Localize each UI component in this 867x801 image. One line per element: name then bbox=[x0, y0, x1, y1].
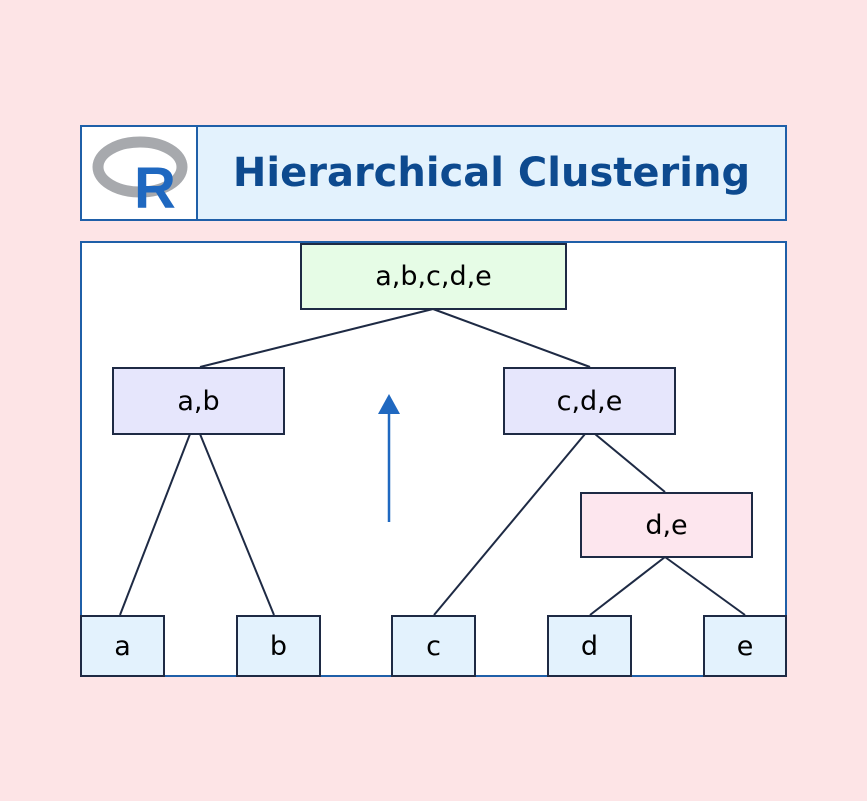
r-logo: R bbox=[82, 127, 198, 219]
leaf-node-e: e bbox=[703, 615, 787, 677]
leaf-node-b: b bbox=[236, 615, 321, 677]
leaf-node-c: c bbox=[391, 615, 476, 677]
cluster-node-root: a,b,c,d,e bbox=[300, 243, 567, 310]
page-title: Hierarchical Clustering bbox=[232, 150, 751, 196]
leaf-node-a: a bbox=[80, 615, 165, 677]
cluster-node-ab: a,b bbox=[112, 367, 285, 435]
cluster-node-de: d,e bbox=[580, 492, 753, 558]
dendrogram-panel bbox=[80, 241, 787, 677]
edge-root-ab bbox=[199, 308, 434, 368]
edge-ab-a bbox=[119, 433, 191, 616]
edge-cde-de bbox=[594, 433, 666, 493]
edge-de-d bbox=[589, 556, 666, 616]
edge-cde-c bbox=[433, 433, 586, 616]
header-banner: R Hierarchical Clustering bbox=[80, 125, 787, 221]
edge-root-cde bbox=[432, 308, 591, 368]
edge-de-e bbox=[664, 556, 746, 616]
edge-ab-b bbox=[199, 433, 275, 616]
cluster-node-cde: c,d,e bbox=[503, 367, 676, 435]
svg-text:R: R bbox=[134, 156, 176, 219]
up-arrow-icon bbox=[378, 394, 400, 522]
r-logo-icon: R bbox=[92, 136, 188, 219]
leaf-node-d: d bbox=[547, 615, 632, 677]
